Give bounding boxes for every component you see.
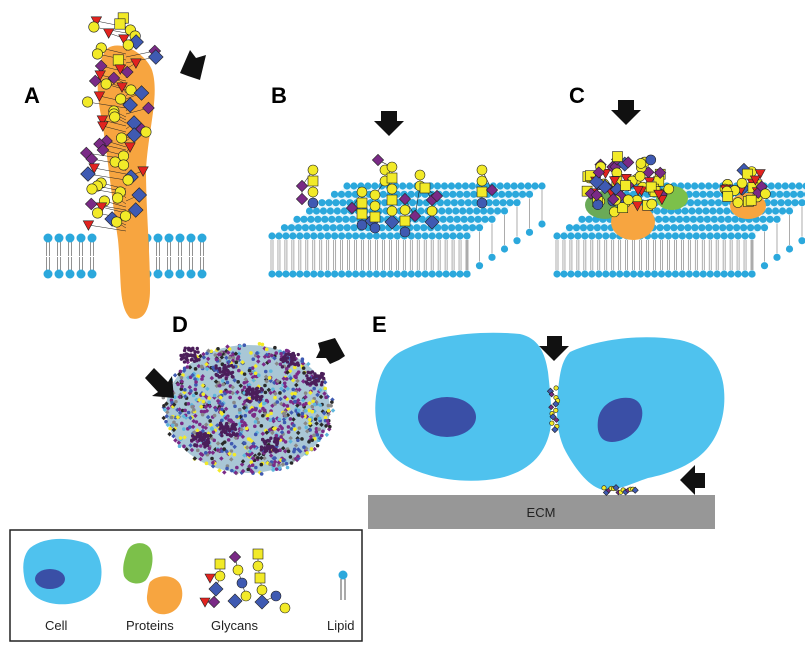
legend-cell-icon <box>23 538 102 605</box>
panel-d-arrow-left <box>145 368 174 398</box>
panel-e-nucleus-right <box>597 397 643 443</box>
panel-b-membrane <box>268 182 546 278</box>
panel-b-label: B <box>271 83 287 108</box>
panel-a-arrow <box>180 50 206 80</box>
legend-protein-green-icon <box>123 543 153 584</box>
panel-d: D <box>145 312 345 476</box>
ecm-label: ECM <box>527 505 556 520</box>
legend-glycans-label: Glycans <box>211 618 258 633</box>
legend-lipid-icon <box>338 570 348 600</box>
panel-b: B <box>268 83 546 278</box>
ecm-bar <box>368 495 715 529</box>
panel-a-glycans <box>80 12 164 232</box>
panel-c-arrow <box>611 100 641 125</box>
legend-nucleus-icon <box>35 569 65 589</box>
panel-e-label: E <box>372 312 387 337</box>
legend-protein-orange-icon <box>146 576 183 615</box>
panel-c-glycans <box>581 151 771 218</box>
panel-a-label: A <box>24 83 40 108</box>
panel-e-ecm-contact-glycans <box>601 484 639 497</box>
panel-c: C <box>553 83 805 278</box>
legend-proteins-label: Proteins <box>126 618 174 633</box>
panel-d-label: D <box>172 312 188 337</box>
panel-b-arrow <box>374 111 404 136</box>
legend-lipid-label: Lipid <box>327 618 354 633</box>
panel-e-arrow-top <box>539 336 569 361</box>
panel-e-arrow-right <box>680 465 705 495</box>
panel-a: A <box>24 12 207 319</box>
panel-e: E ECM <box>368 312 725 529</box>
panel-d-arrow-right <box>316 338 345 364</box>
panel-e-cell-junction-glycans <box>546 385 561 434</box>
legend-cell-label: Cell <box>45 618 68 633</box>
panel-d-glycan-cloud <box>161 341 336 476</box>
panel-b-glycans <box>295 153 499 238</box>
legend: Cell Proteins Glycans Lipid <box>9 529 363 642</box>
legend-glycans-icon <box>199 548 291 614</box>
panel-e-nucleus-left <box>418 397 476 437</box>
panel-c-label: C <box>569 83 585 108</box>
